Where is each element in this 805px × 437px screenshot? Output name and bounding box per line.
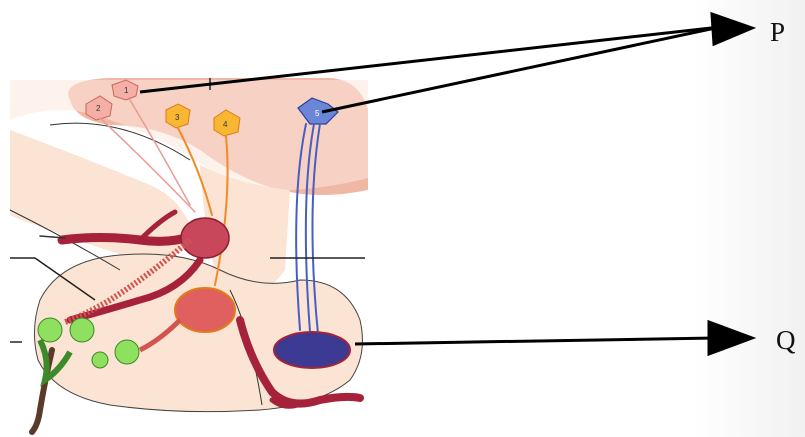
label-q: Q [776, 327, 796, 354]
label-p: P [770, 19, 785, 46]
neuron-number-2: 2 [96, 104, 101, 113]
arrow-p-line-1 [140, 27, 720, 92]
posterior-plexus-blue [274, 332, 350, 368]
arrow-p-head [712, 14, 752, 44]
neuron-number-5: 5 [315, 109, 320, 118]
arrow-q-head [709, 322, 752, 354]
neuron-number-4: 4 [223, 120, 228, 129]
neuron-number-3: 3 [175, 113, 180, 122]
secondary-plexus-orange [175, 288, 235, 332]
neuron-number-1: 1 [124, 86, 129, 95]
arrow-p-line-2 [322, 27, 720, 112]
arrow-q-line [355, 338, 715, 344]
